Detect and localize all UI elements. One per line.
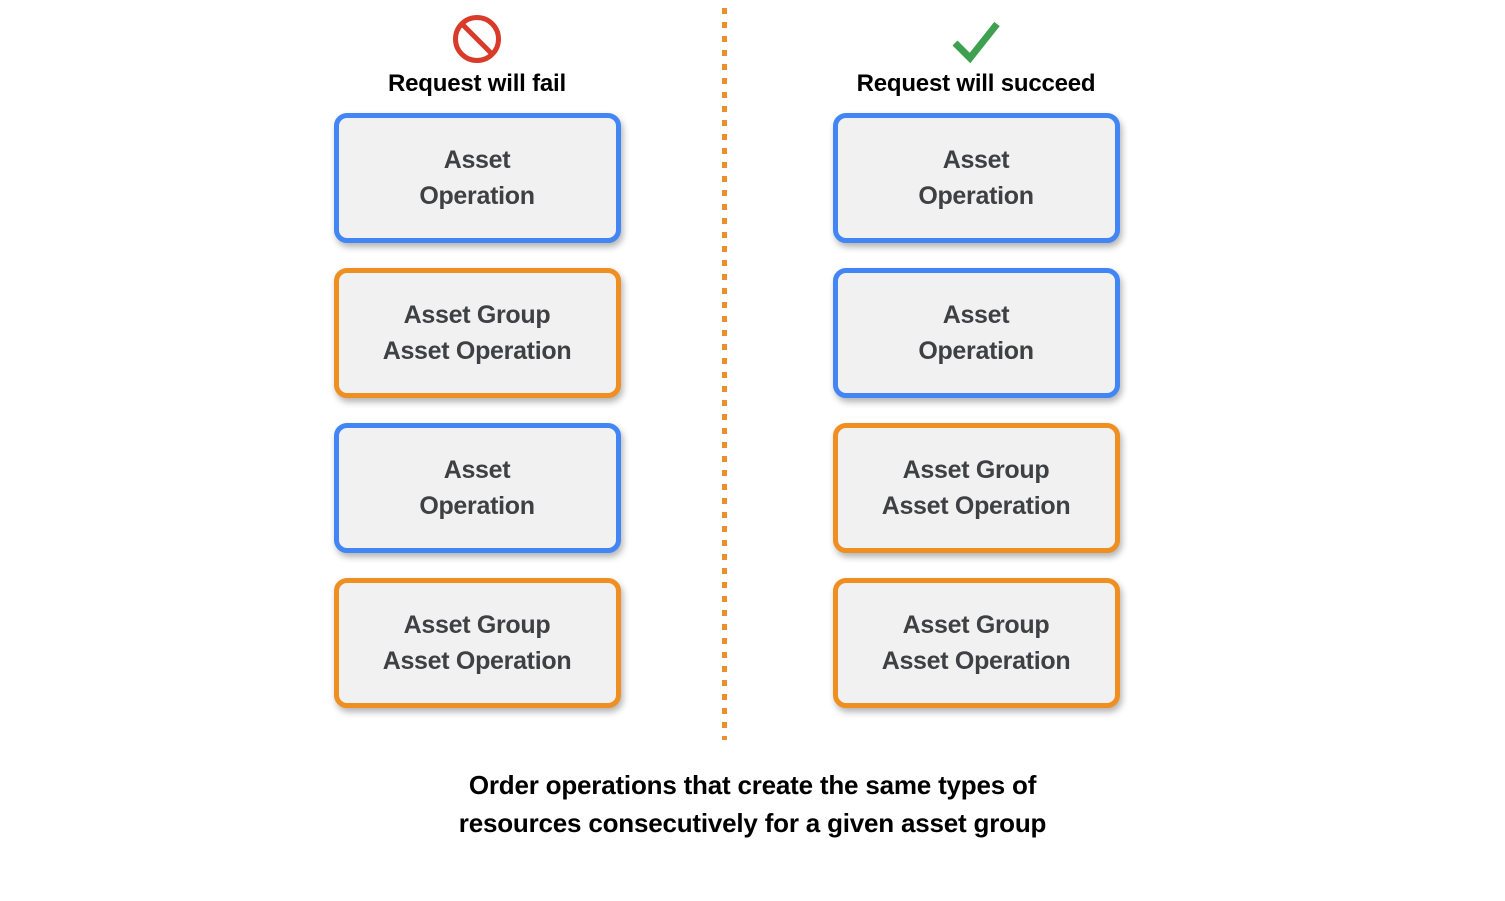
operation-box-label: Asset Operation	[918, 300, 1034, 365]
operation-stack-succeed: Asset Operation Asset Operation Asset Gr…	[826, 113, 1126, 733]
operation-box[interactable]: Asset Operation	[832, 268, 1120, 398]
operation-box[interactable]: Asset Operation	[333, 113, 621, 243]
operation-box-label: Asset Group Asset Operation	[382, 300, 572, 365]
column-header-succeed: Request will succeed	[826, 12, 1126, 98]
operation-box[interactable]: Asset Group Asset Operation	[333, 578, 621, 708]
checkmark-icon	[826, 12, 1126, 68]
prohibited-icon	[327, 12, 627, 68]
operation-stack-fail: Asset Operation Asset Group Asset Operat…	[327, 113, 627, 733]
operation-box[interactable]: Asset Group Asset Operation	[832, 423, 1120, 553]
operation-box-label: Asset Operation	[419, 145, 535, 210]
operation-box[interactable]: Asset Operation	[333, 423, 621, 553]
column-label-fail: Request will fail	[388, 70, 566, 97]
operation-box-label: Asset Group Asset Operation	[881, 455, 1071, 520]
operation-box-label: Asset Operation	[918, 145, 1034, 210]
diagram-caption: Order operations that create the same ty…	[458, 770, 1047, 839]
operation-box[interactable]: Asset Operation	[832, 113, 1120, 243]
operation-box-label: Asset Operation	[419, 455, 535, 520]
operation-box-label: Asset Group Asset Operation	[881, 610, 1071, 675]
operation-box[interactable]: Asset Group Asset Operation	[832, 578, 1120, 708]
column-label-succeed: Request will succeed	[856, 70, 1096, 97]
operation-box-label: Asset Group Asset Operation	[382, 610, 572, 675]
column-divider	[722, 8, 727, 740]
operation-box[interactable]: Asset Group Asset Operation	[333, 268, 621, 398]
column-header-fail: Request will fail	[327, 12, 627, 98]
